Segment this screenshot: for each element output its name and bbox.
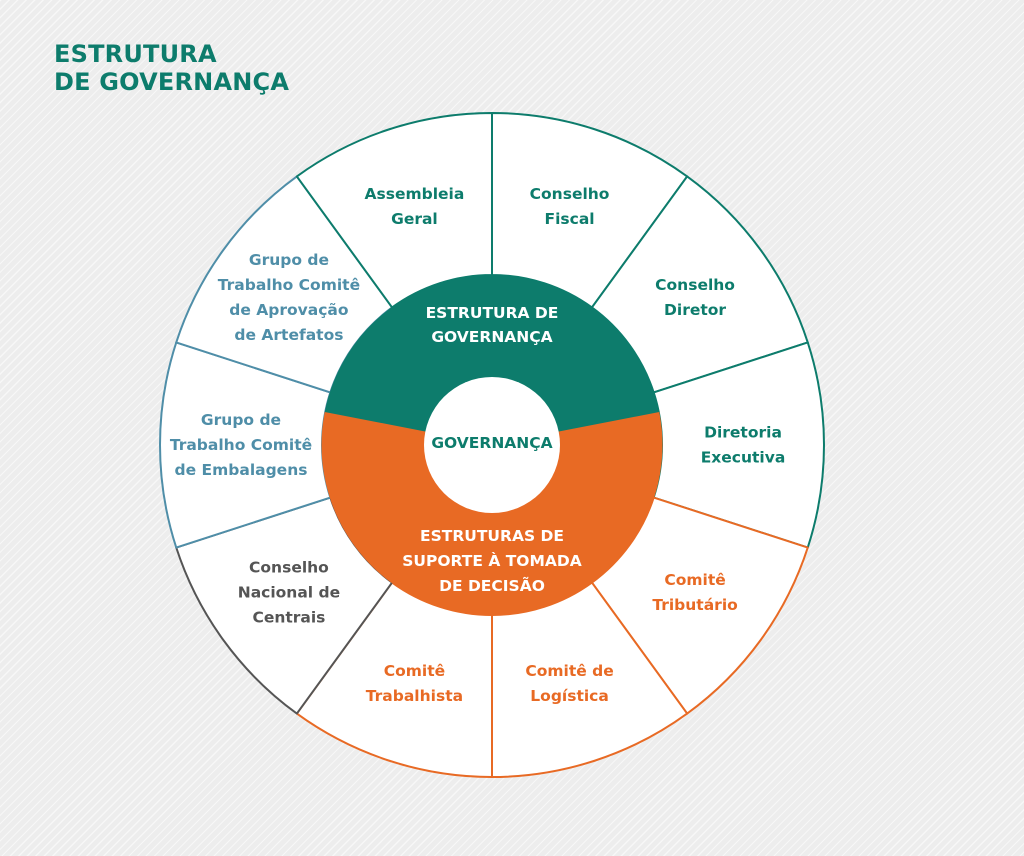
segment-grupo-comite-aprovacao-artefatos-label-line-3: de Aprovação <box>229 301 348 319</box>
inner-segment-governance-structure[interactable]: ESTRUTURA DE GOVERNANÇA <box>324 274 660 433</box>
segment-grupo-comite-aprovacao-artefatos-label-line-1: Grupo de <box>249 251 329 269</box>
inner-segment-governance-structure-label-line-1: ESTRUTURA DE <box>426 304 559 322</box>
inner-segment-governance-structure-label-line-2: GOVERNANÇA <box>431 328 552 346</box>
segment-grupo-comite-aprovacao-artefatos-label-line-2: Trabalho Comitê <box>218 276 360 294</box>
segment-grupo-comite-embalagens-label-line-1: Grupo de <box>201 411 281 429</box>
page-title: ESTRUTURA DE GOVERNANÇA <box>54 40 289 96</box>
inner-segment-decision-support-label-line-3: DE DECISÃO <box>439 576 545 595</box>
segment-comite-tributario-label-line-2: Tributário <box>652 596 737 614</box>
segment-grupo-comite-embalagens[interactable]: Grupo de Trabalho Comitê de Embalagens <box>158 341 332 549</box>
segment-conselho-nacional-centrais-label-line-2: Nacional de <box>238 584 340 602</box>
segment-conselho-nacional-centrais-label-line-3: Centrais <box>252 609 325 627</box>
segment-diretoria-executiva-label-line-1: Diretoria <box>704 424 782 442</box>
inner-segment-decision-support[interactable]: ESTRUTURAS DE SUPORTE À TOMADA DE DECISÃO <box>321 411 663 616</box>
segment-diretoria-executiva-label-line-2: Executiva <box>701 449 786 467</box>
segment-conselho-fiscal-label-line-2: Fiscal <box>545 210 595 228</box>
segment-conselho-fiscal-label-line-1: Conselho <box>530 185 610 203</box>
segment-comite-logistica-label-line-2: Logística <box>530 687 609 705</box>
segment-comite-tributario-label-line-1: Comitê <box>664 571 725 589</box>
segment-assembleia-geral-label-line-1: Assembleia <box>365 185 465 203</box>
inner-segment-decision-support-label-line-2: SUPORTE À TOMADA <box>402 551 582 570</box>
segment-conselho-nacional-centrais-label-line-1: Conselho <box>249 559 329 577</box>
segment-comite-trabalhista-label-line-2: Trabalhista <box>366 687 463 705</box>
segment-comite-trabalhista-label-line-1: Comitê <box>384 662 445 680</box>
center-core: GOVERNANÇA <box>424 377 560 513</box>
page-title-line-1: ESTRUTURA <box>54 40 217 68</box>
inner-segment-decision-support-label-line-1: ESTRUTURAS DE <box>420 527 564 545</box>
inner-segment-governance-structure-shape <box>324 274 660 433</box>
segment-grupo-comite-embalagens-label-line-2: Trabalho Comitê <box>170 436 312 454</box>
segment-assembleia-geral-label-line-2: Geral <box>391 210 438 228</box>
page-title-line-2: DE GOVERNANÇA <box>54 68 290 96</box>
segment-conselho-diretor-label-line-1: Conselho <box>655 276 735 294</box>
center-governance[interactable]: GOVERNANÇA <box>424 377 560 513</box>
center-label: GOVERNANÇA <box>431 434 552 452</box>
center-circle <box>424 377 560 513</box>
outer-ring: ConselhoFiscalConselhoDiretorDiretoriaEx… <box>158 112 826 778</box>
inner-ring: ESTRUTURA DE GOVERNANÇA ESTRUTURAS DE SUPOR… <box>321 274 663 616</box>
segment-conselho-diretor-label-line-2: Diretor <box>664 301 726 319</box>
segment-comite-logistica-label-line-1: Comitê de <box>525 662 613 680</box>
segment-grupo-comite-embalagens-label-line-3: de Embalagens <box>175 461 308 479</box>
segment-grupo-comite-aprovacao-artefatos-label-line-4: de Artefatos <box>234 326 343 344</box>
